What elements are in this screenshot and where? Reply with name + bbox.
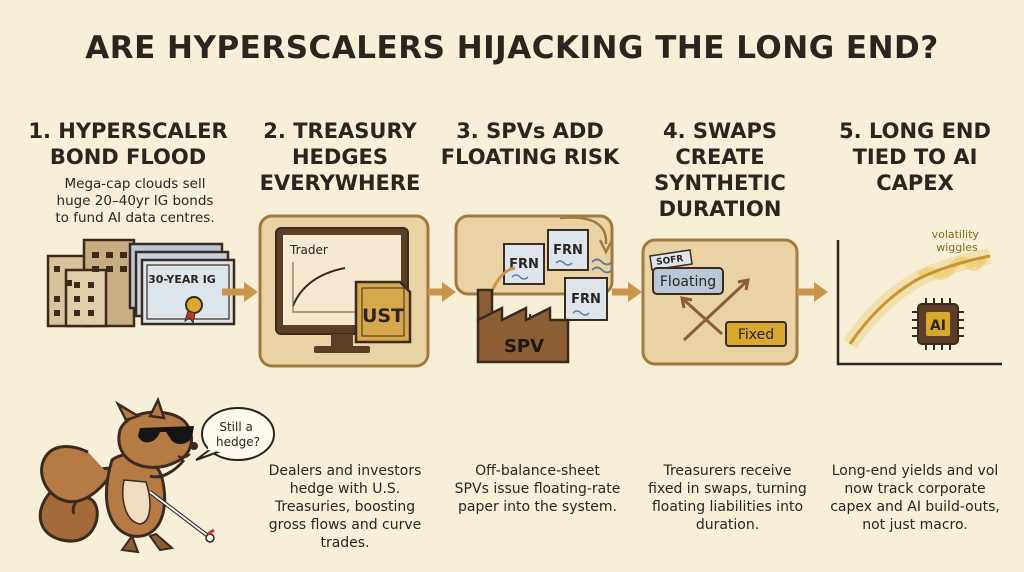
sofr-label: SOFR [656, 254, 684, 268]
volatility-label: volatility wiggles [932, 228, 983, 254]
step-5-desc: Long-end yields and vol now track corpor… [830, 463, 1000, 533]
frn-doc-1: FRN [503, 243, 545, 285]
step-2-desc: Dealers and investors hedge with U.S. Tr… [268, 463, 422, 551]
fixed-box: Fixed [725, 321, 787, 347]
step-5-title: 5. LONG END TIED TO AI CAPEX [839, 119, 991, 195]
step-1-title: 1. HYPERSCALER BOND FLOOD [28, 119, 228, 169]
factory-icon: SPV [476, 288, 570, 364]
floating-box: Floating [652, 267, 724, 295]
flow-arrow-2 [428, 282, 456, 302]
speech-bubble: Still a hedge? [195, 407, 275, 461]
document-icon: UST [354, 280, 412, 344]
floating-label: Floating [660, 274, 716, 290]
ai-label: AI [930, 318, 946, 334]
step-2-title: 2. TREASURY HEDGES EVERYWHERE [259, 119, 421, 195]
buildings-icon [46, 238, 136, 328]
frn-doc-3: FRN [564, 277, 608, 321]
sofr-tag: SOFR [649, 249, 693, 271]
bond-label: 30-YEAR IG [148, 273, 216, 286]
step-1-desc: Mega-cap clouds sell huge 20–40yr IG bon… [55, 176, 215, 226]
squirrel-mascot [38, 396, 215, 554]
double-arrow-icon [680, 278, 750, 342]
frn-label-2: FRN [553, 243, 583, 258]
fixed-label: Fixed [738, 327, 774, 343]
flow-arrow-3 [612, 282, 642, 302]
ust-label: UST [362, 305, 404, 327]
step-4-title: 4. SWAPS CREATE SYNTHETIC DURATION [654, 119, 786, 221]
yield-chart-icon: volatility wiggles [836, 228, 1002, 366]
step-4-desc: Treasurers receive fixed in swaps, turni… [648, 463, 807, 533]
chip-icon: AI [912, 298, 964, 350]
trader-label: Trader [289, 243, 328, 257]
frn-label-1: FRN [509, 257, 539, 272]
flow-arrow-1 [222, 282, 258, 302]
spv-label: SPV [504, 336, 544, 357]
page-title: ARE HYPERSCALERS HIJACKING THE LONG END? [85, 30, 939, 66]
speech-text: Still a hedge? [216, 420, 260, 449]
frn-doc-2: FRN [547, 229, 589, 271]
step-3-desc: Off-balance-sheet SPVs issue floating-ra… [454, 463, 621, 515]
certificate-icon: 30-YEAR IG [128, 242, 236, 326]
step-3-title: 3. SPVs ADD FLOATING RISK [440, 119, 620, 169]
flow-arrow-4 [797, 282, 828, 302]
frn-label-3: FRN [571, 292, 601, 307]
